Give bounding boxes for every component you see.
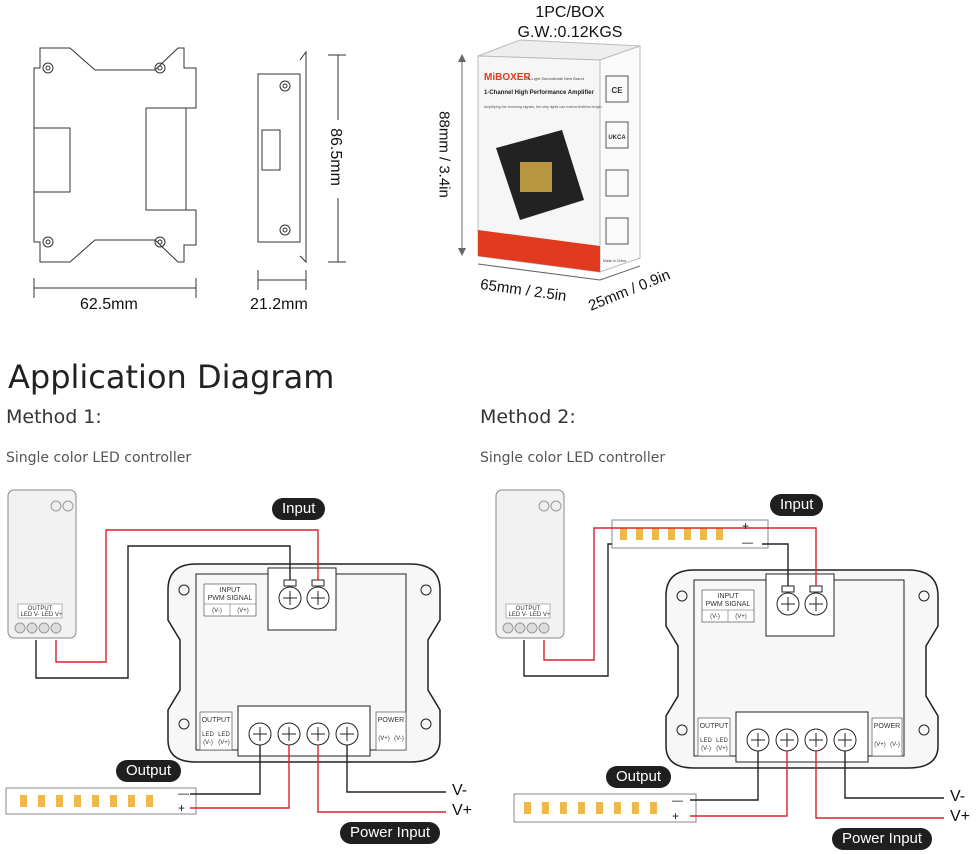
- box-brand-sub: Mi-Light Subordinate New Brand: [526, 76, 584, 81]
- method1-diagram: [5, 489, 446, 815]
- m2-pwm-label: PWM SIGNAL: [706, 601, 751, 608]
- m2-ctrl-output: OUTPUT: [516, 606, 541, 612]
- m2-strip-plus: +: [672, 809, 679, 823]
- m1-led-strip: [5, 787, 197, 815]
- m1-output-title: OUTPUT: [202, 717, 232, 724]
- m1-power-title: POWER: [378, 717, 404, 724]
- box-ce-icon: CE: [611, 86, 623, 95]
- m2-out-vminus: (V-): [701, 746, 711, 752]
- drawing-height-label: 86.5mm: [327, 128, 344, 186]
- package-box: [458, 39, 641, 281]
- m2-output-badge: Output: [606, 766, 672, 788]
- m1-ctrl-ledm: LED V-: [20, 612, 39, 618]
- m2-power-badge: Power Input: [832, 828, 933, 850]
- section-title: Application Diagram: [8, 358, 335, 396]
- m2-ctrl-ledm: LED V-: [508, 612, 527, 618]
- m1-pw-vplus: (V+): [378, 736, 390, 742]
- package-gross-weight: G.W.:0.12KGS: [517, 24, 623, 41]
- method2-subtitle: Single color LED controller: [480, 450, 666, 466]
- m2-in-strip-minus: —: [742, 537, 753, 549]
- m2-pw-vminus: (V-): [890, 742, 900, 748]
- box-ukca-icon: UKCA: [608, 135, 626, 141]
- m2-out-vplus: (V+): [716, 746, 728, 752]
- box-brand: MiBOXER: [484, 72, 531, 83]
- m1-in-vminus: (V-): [212, 608, 222, 614]
- m2-power-title: POWER: [874, 723, 900, 730]
- m1-input-title: INPUT: [220, 587, 242, 594]
- m1-led-b: LED: [218, 732, 230, 738]
- front-view: [33, 47, 197, 263]
- drawing-depth-label: 21.2mm: [250, 296, 308, 313]
- m1-strip-plus: +: [178, 801, 185, 815]
- m1-input-badge: Input: [272, 498, 326, 520]
- drawing-width-label: 62.5mm: [80, 296, 138, 313]
- m2-pw-vplus: (V+): [874, 742, 886, 748]
- method1-subtitle: Single color LED controller: [6, 450, 192, 466]
- m1-v-minus: V-: [452, 782, 468, 799]
- m2-input-badge: Input: [770, 494, 824, 516]
- m1-pw-vminus: (V-): [394, 736, 404, 742]
- method2-diagram: [495, 489, 944, 823]
- side-view: [33, 50, 346, 298]
- m1-pwm-label: PWM SIGNAL: [208, 595, 253, 602]
- m2-led-a: LED: [700, 738, 712, 744]
- m1-ctrl-output: OUTPUT: [28, 606, 53, 612]
- method2-title: Method 2:: [480, 406, 576, 428]
- m1-power-badge: Power Input: [340, 822, 441, 844]
- m2-strip-minus: —: [672, 795, 683, 807]
- m2-v-plus: V+: [950, 808, 971, 825]
- m1-strip-minus: —: [178, 788, 189, 800]
- box-made-in: Made in China: [603, 259, 626, 263]
- m1-v-plus: V+: [452, 802, 473, 819]
- m1-controller: [7, 489, 77, 639]
- m2-in-vplus: (V+): [735, 614, 747, 620]
- m1-out-vminus: (V-): [203, 740, 213, 746]
- package-height-label: 88mm / 3.4in: [435, 111, 453, 198]
- box-desc: Amplifying the receiving signals, the st…: [484, 105, 601, 109]
- m2-ctrl-ledp: LED V+: [530, 612, 551, 618]
- method1-title: Method 1:: [6, 406, 102, 428]
- m2-output-title: OUTPUT: [700, 723, 730, 730]
- m1-in-vplus: (V+): [237, 608, 249, 614]
- m2-led-b: LED: [716, 738, 728, 744]
- m1-led-a: LED: [202, 732, 214, 738]
- m1-out-vplus: (V+): [218, 740, 230, 746]
- box-product: 1-Channel High Performance Amplifier: [484, 90, 594, 96]
- m2-input-title: INPUT: [718, 593, 740, 600]
- package-qty: 1PC/BOX: [535, 4, 605, 21]
- m1-ctrl-ledp: LED V+: [42, 612, 63, 618]
- m2-in-vminus: (V-): [710, 614, 720, 620]
- m2-in-strip-plus: +: [742, 519, 749, 533]
- m2-v-minus: V-: [950, 788, 966, 805]
- m2-controller: [495, 489, 565, 639]
- m1-output-badge: Output: [116, 760, 182, 782]
